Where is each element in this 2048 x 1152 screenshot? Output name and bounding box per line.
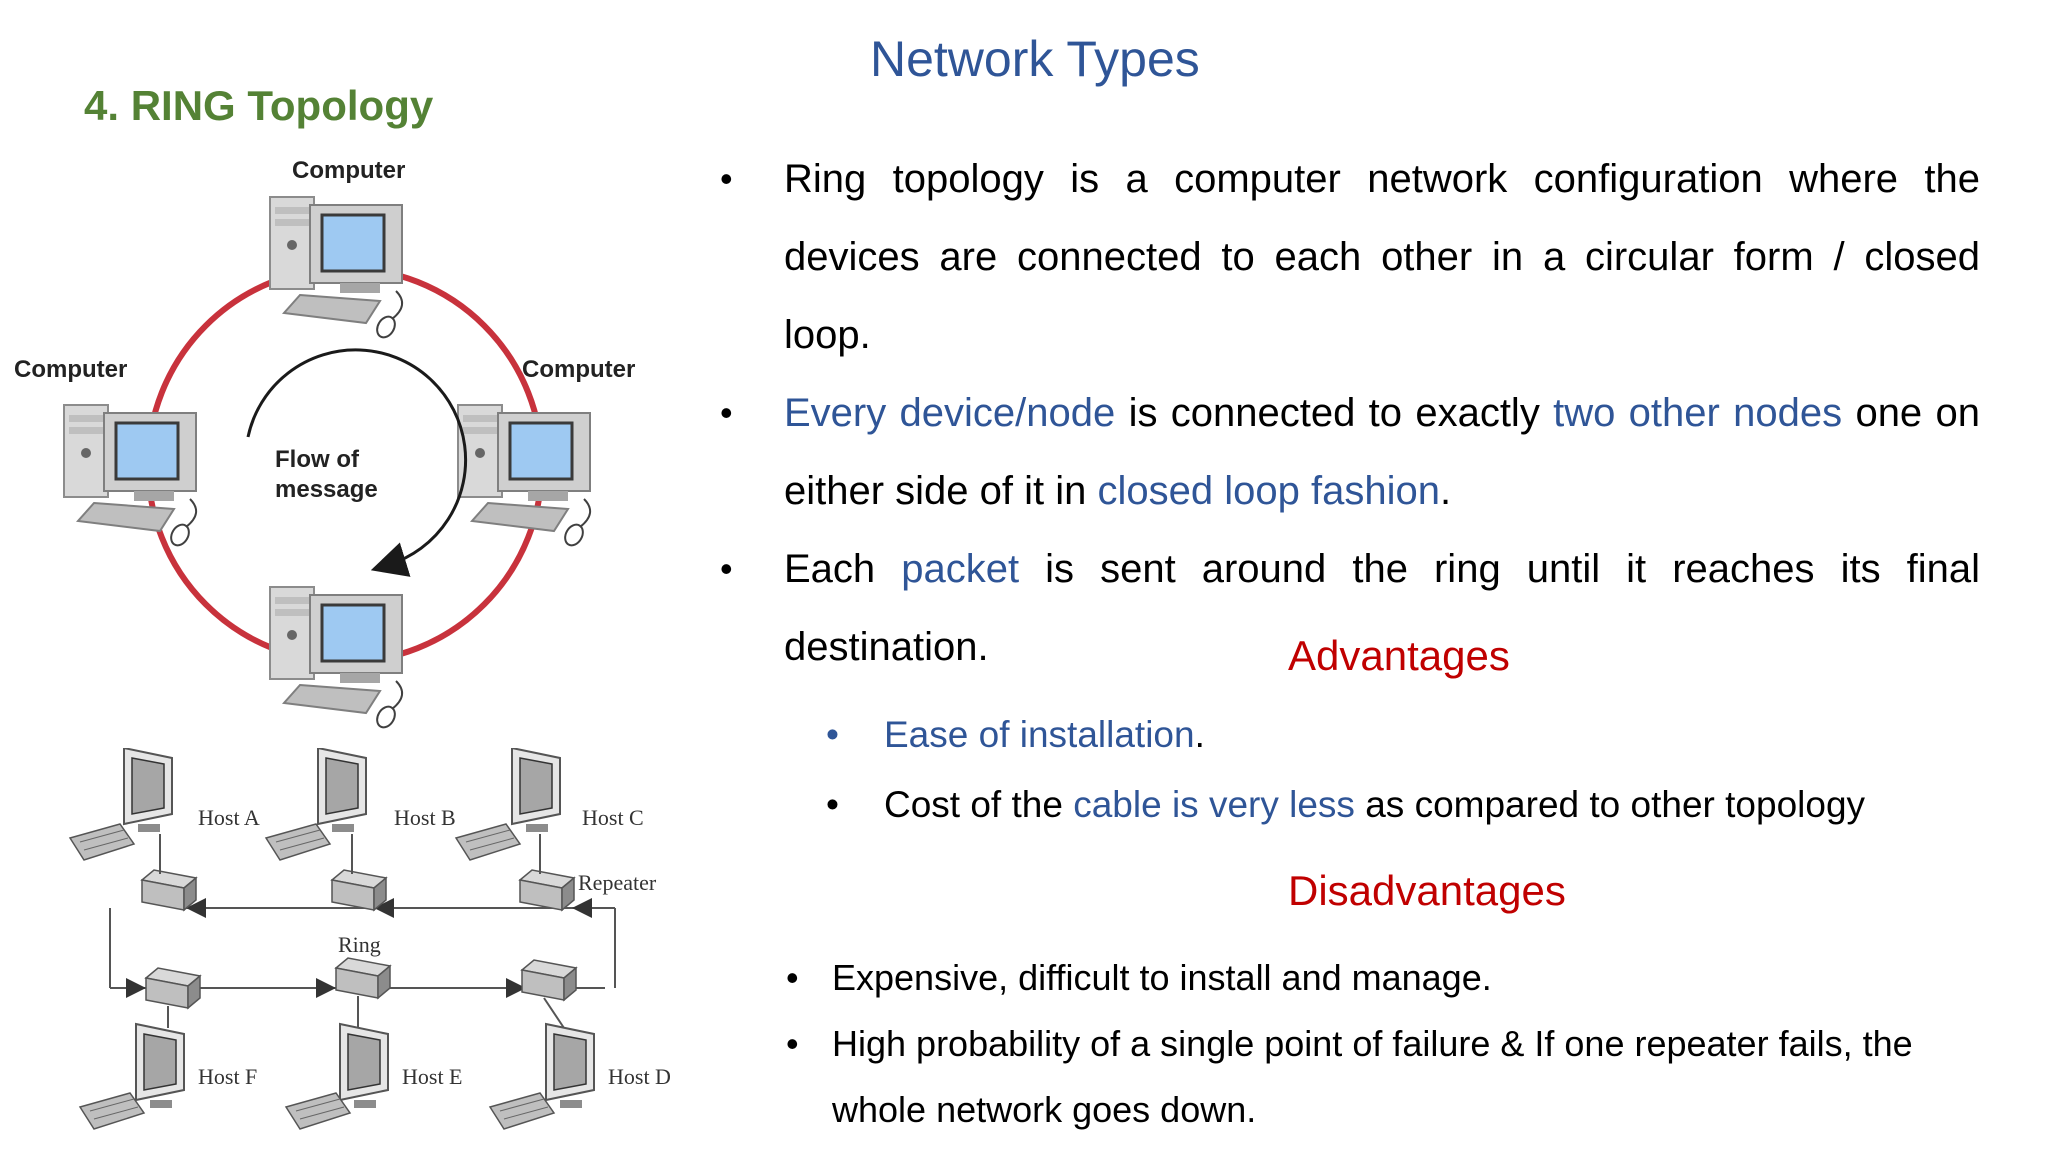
ring-label: Ring [338,932,381,957]
host-label-f: Host F [198,1064,257,1089]
highlight-every-device: Every device/node [784,391,1116,435]
flow-label-line1: Flow of [275,446,360,473]
host-b [265,748,387,911]
disadvantage-item: High probability of a single point of fa… [780,1011,2000,1143]
ring-topology-diagram: Computer Computer Computer Flow of messa… [14,157,635,733]
highlight-two-nodes: two other nodes [1553,391,1843,435]
bullet-packet-travel: Each packet is sent around the ring unti… [720,530,1980,686]
highlight-closed-loop: closed loop fashion [1097,469,1440,513]
host-e [285,957,391,1130]
repeater-ring-diagram: Host A Host B Host C Repeater Ring Host … [69,748,671,1130]
host-d [489,959,595,1130]
computer-label-left: Computer [14,356,127,383]
host-c [455,748,575,911]
section-title: 4. RING Topology [84,82,434,129]
disadvantage-item: Expensive, difficult to install and mana… [780,945,2000,1011]
computer-top [268,195,404,343]
host-f [79,967,201,1130]
flow-label-line2: message [275,476,378,503]
disadvantages-list: Expensive, difficult to install and mana… [780,945,2000,1143]
host-label-a: Host A [198,805,260,830]
computer-bottom [268,585,404,733]
computer-label-top: Computer [292,157,405,184]
repeater-label: Repeater [578,870,657,895]
bullet-node-connections: Every device/node is connected to exactl… [720,374,1980,530]
computer-label-right: Computer [522,356,635,383]
main-bullet-list: Ring topology is a computer network conf… [720,140,1980,686]
host-label-b: Host B [394,805,456,830]
host-label-d: Host D [608,1064,671,1089]
host-label-c: Host C [582,805,644,830]
computer-left [62,403,198,551]
computer-right [456,403,592,551]
host-label-e: Host E [402,1064,463,1089]
disadvantages-heading: Disadvantages [1288,867,1566,914]
advantages-heading: Advantages [1288,632,1510,679]
advantages-list: Ease of installation. Cost of the cable … [818,700,1865,840]
highlight-packet: packet [901,547,1020,591]
advantage-item: Ease of installation. [818,700,1865,770]
advantage-item: Cost of the cable is very less as compar… [818,770,1865,840]
flow-arrow [246,348,468,577]
bullet-ring-definition: Ring topology is a computer network conf… [720,140,1980,374]
host-a [69,748,197,911]
slide-title: Network Types [870,31,1200,87]
